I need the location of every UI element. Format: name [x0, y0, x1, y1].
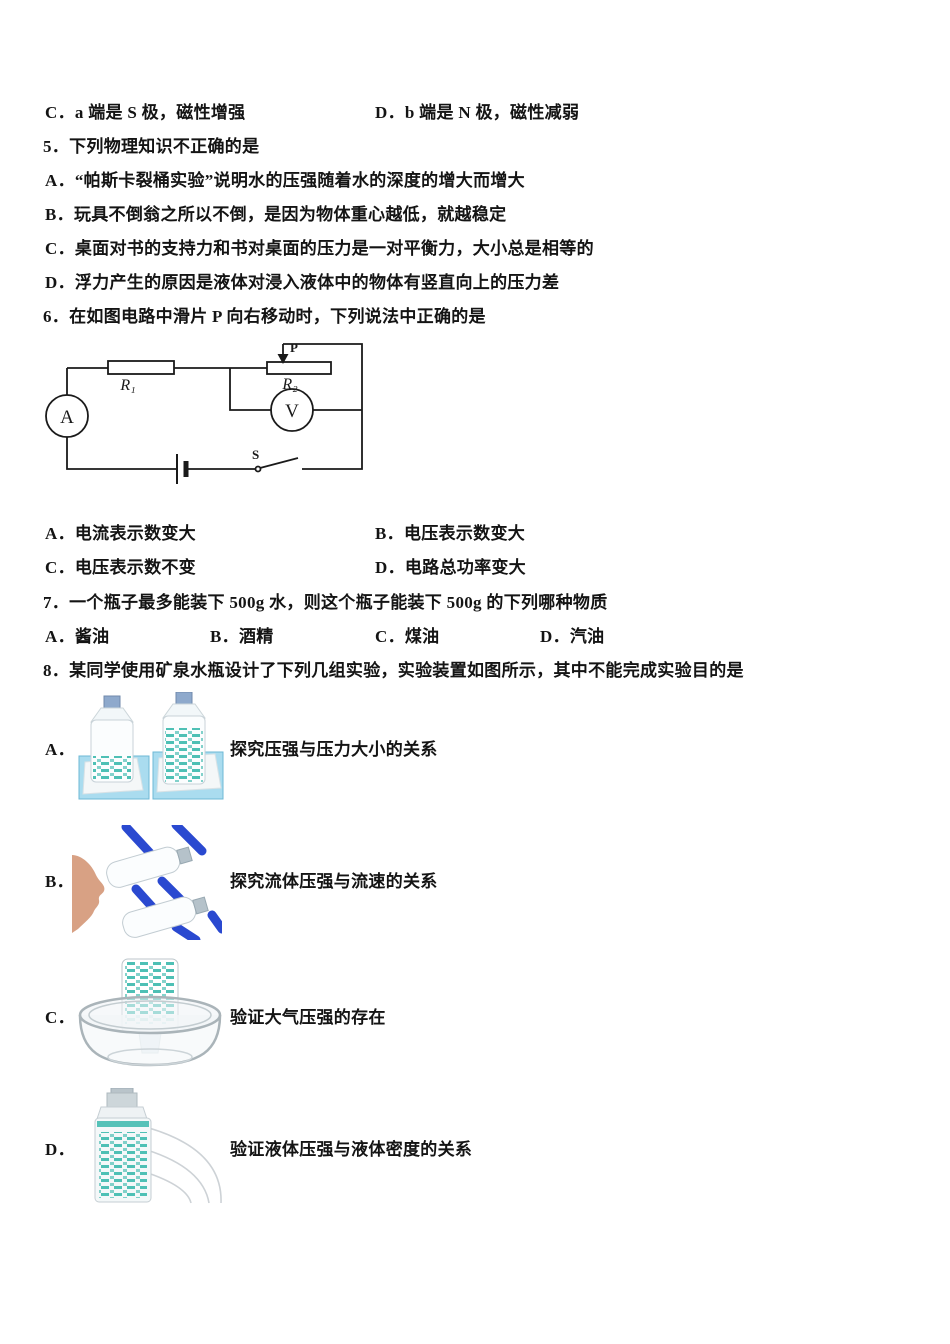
q8-item-d-caption: 验证液体压强与液体密度的关系: [230, 1140, 473, 1159]
q6-option-a: A．电流表示数变大: [45, 524, 196, 543]
q7-option-a: A．酱油: [45, 627, 110, 646]
q8-item-a-letter: A．: [45, 740, 75, 759]
bottle-with-holes: [94, 1088, 152, 1203]
q7-option-d: D．汽油: [540, 627, 605, 646]
photo-inverted-bottle-in-dish: [78, 958, 222, 1067]
glass-dish: [78, 995, 222, 1067]
q6-option-d: D．电路总功率变大: [375, 558, 526, 577]
q5-option-a: A．“帕斯卡裂桶实验”说明水的压强随着水的深度的增大而增大: [45, 171, 525, 190]
q6-option-c: C．电压表示数不变: [45, 558, 196, 577]
switch-s-label: S: [252, 447, 259, 462]
q8-item-a-caption: 探究压强与压力大小的关系: [230, 740, 438, 759]
rheostat-r2: [266, 361, 332, 375]
q8-item-c-letter: C．: [45, 1008, 75, 1027]
q6-stem: 6．在如图电路中滑片 P 向右移动时，下列说法中正确的是: [43, 307, 486, 326]
photo-bottle-liquid-streams: [94, 1088, 222, 1204]
q4-option-c: C．a 端是 S 极，磁性增强: [45, 103, 246, 122]
q8-stem: 8．某同学使用矿泉水瓶设计了下列几组实验，实验装置如图所示，其中不能完成实验目的…: [43, 661, 744, 680]
bottle-low-water: [90, 695, 134, 783]
photo-blow-between-bottles: [72, 825, 222, 940]
q8-item-d-letter: D．: [45, 1140, 75, 1159]
voltmeter-symbol: [270, 388, 314, 432]
bottle-full-water: [162, 692, 206, 785]
q6-option-b: B．电压表示数变大: [375, 524, 526, 543]
photo-bottles-on-sponge: [78, 692, 224, 800]
q8-item-b-caption: 探究流体压强与流速的关系: [230, 872, 438, 891]
r1-label: R₁: [119, 377, 135, 394]
r2-label: R₂: [281, 376, 298, 393]
q5-option-c: C．桌面对书的支持力和书对桌面的压力是一对平衡力，大小总是相等的: [45, 239, 594, 258]
circuit-diagram: A V R₁ R₂ P S: [45, 340, 363, 484]
q5-option-d: D．浮力产生的原因是液体对浸入液体中的物体有竖直向上的压力差: [45, 273, 560, 292]
q7-option-c: C．煤油: [375, 627, 440, 646]
switch-blade: [259, 457, 299, 469]
q5-option-b: B．玩具不倒翁之所以不倒，是因为物体重心越低，就越稳定: [45, 205, 507, 224]
switch-pivot: [254, 465, 262, 473]
voltmeter-label: V: [285, 401, 299, 422]
q5-stem: 5．下列物理知识不正确的是: [43, 137, 260, 156]
slider-p-label: P: [290, 340, 298, 355]
bottle-upper: [106, 846, 193, 888]
q4-option-d: D．b 端是 N 极，磁性减弱: [375, 103, 580, 122]
resistor-r1: [107, 360, 175, 375]
water-stream-arcs: [144, 1127, 222, 1204]
ammeter-symbol: [45, 394, 89, 438]
slider-arrow-head: [277, 354, 289, 364]
bottle-lower: [122, 896, 209, 938]
q8-item-c-caption: 验证大气压强的存在: [230, 1008, 386, 1027]
q8-item-b-letter: B．: [45, 872, 74, 891]
q7-option-b: B．酒精: [210, 627, 274, 646]
q7-stem: 7．一个瓶子最多能装下 500g 水，则这个瓶子能装下 500g 的下列哪种物质: [43, 593, 608, 612]
ammeter-label: A: [60, 407, 74, 428]
child-face-profile: [72, 855, 105, 933]
